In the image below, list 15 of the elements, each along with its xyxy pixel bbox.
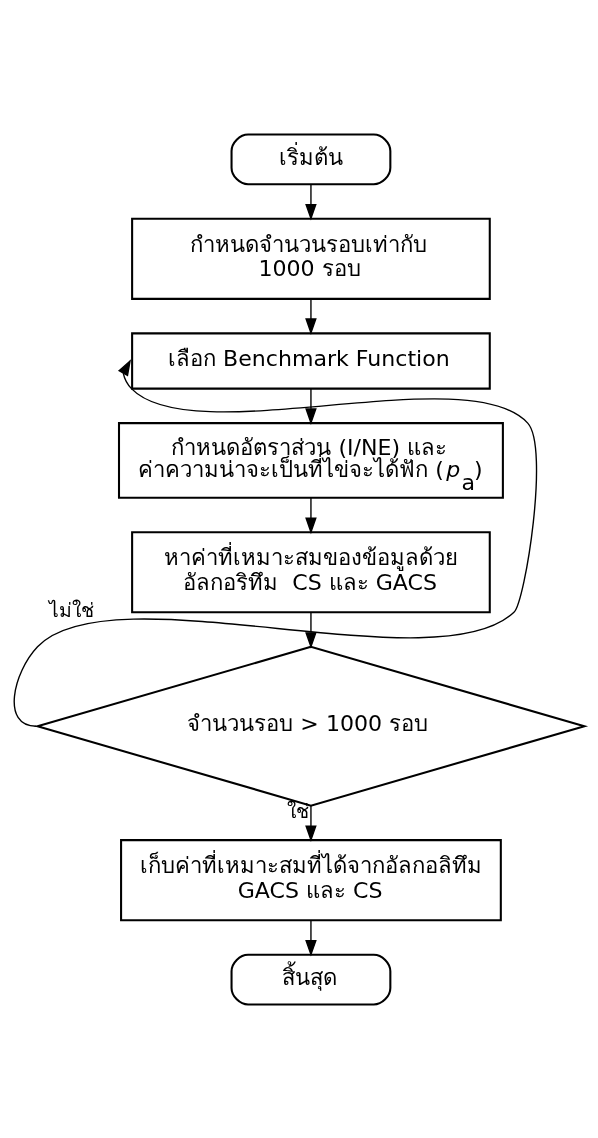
arrow [305, 387, 317, 425]
arrow [305, 183, 317, 220]
node-box: หาค่าที่เหมาะสมของข้อมูลด้วย อัลกอริทึม CS และ GACS [131, 530, 491, 613]
node-box: สิ้นสุด [230, 953, 392, 1005]
arrow [13, 358, 538, 727]
arrow [305, 611, 317, 649]
arrow [305, 297, 317, 335]
arrow [305, 919, 317, 957]
edge-label: ไม่ใช่ [49, 598, 95, 622]
node-box: เลือก Benchmark Function [131, 331, 491, 390]
node-box: เริ่มต้น [230, 133, 392, 185]
arrow [305, 496, 317, 534]
arrow [305, 804, 317, 842]
node-box: เก็บค่าที่เหมาะสมที่ได้จากอัลกอลิทึม GACS และ CS [120, 838, 502, 921]
node-box: กำหนดจำนวนรอบเท่ากับ 1000 รอบ [131, 217, 491, 300]
